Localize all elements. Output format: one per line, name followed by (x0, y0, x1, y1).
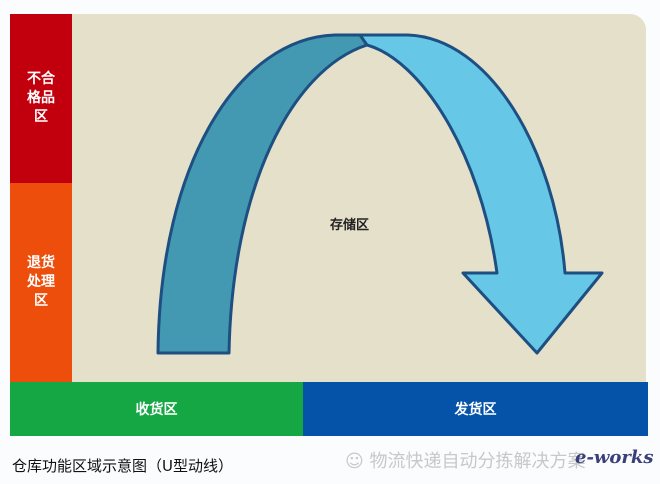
receiving-zone: 收货区 (10, 382, 303, 436)
logo: e-works (575, 447, 654, 468)
wechat-icon: ☺ (345, 451, 370, 472)
storage-zone-label: 存储区 (330, 218, 370, 233)
shipping-zone: 发货区 (303, 382, 648, 436)
arrow-light-segment (343, 33, 604, 355)
receiving-zone-label: 收货区 (135, 402, 178, 418)
returns-zone: 退货处理区 (10, 183, 72, 382)
reject-zone-label: 不合格品区 (27, 71, 55, 125)
watermark: ☺ 物流快递自动分拣解决方案 (345, 447, 586, 473)
watermark-text: 物流快递自动分拣解决方案 (369, 451, 586, 472)
reject-zone: 不合格品区 (10, 14, 72, 183)
arrow-dark-segment (156, 33, 369, 355)
diagram-caption: 仓库功能区域示意图（U型动线） (12, 457, 233, 475)
returns-zone-label: 退货处理区 (27, 255, 55, 309)
shipping-zone-label: 发货区 (454, 402, 497, 418)
